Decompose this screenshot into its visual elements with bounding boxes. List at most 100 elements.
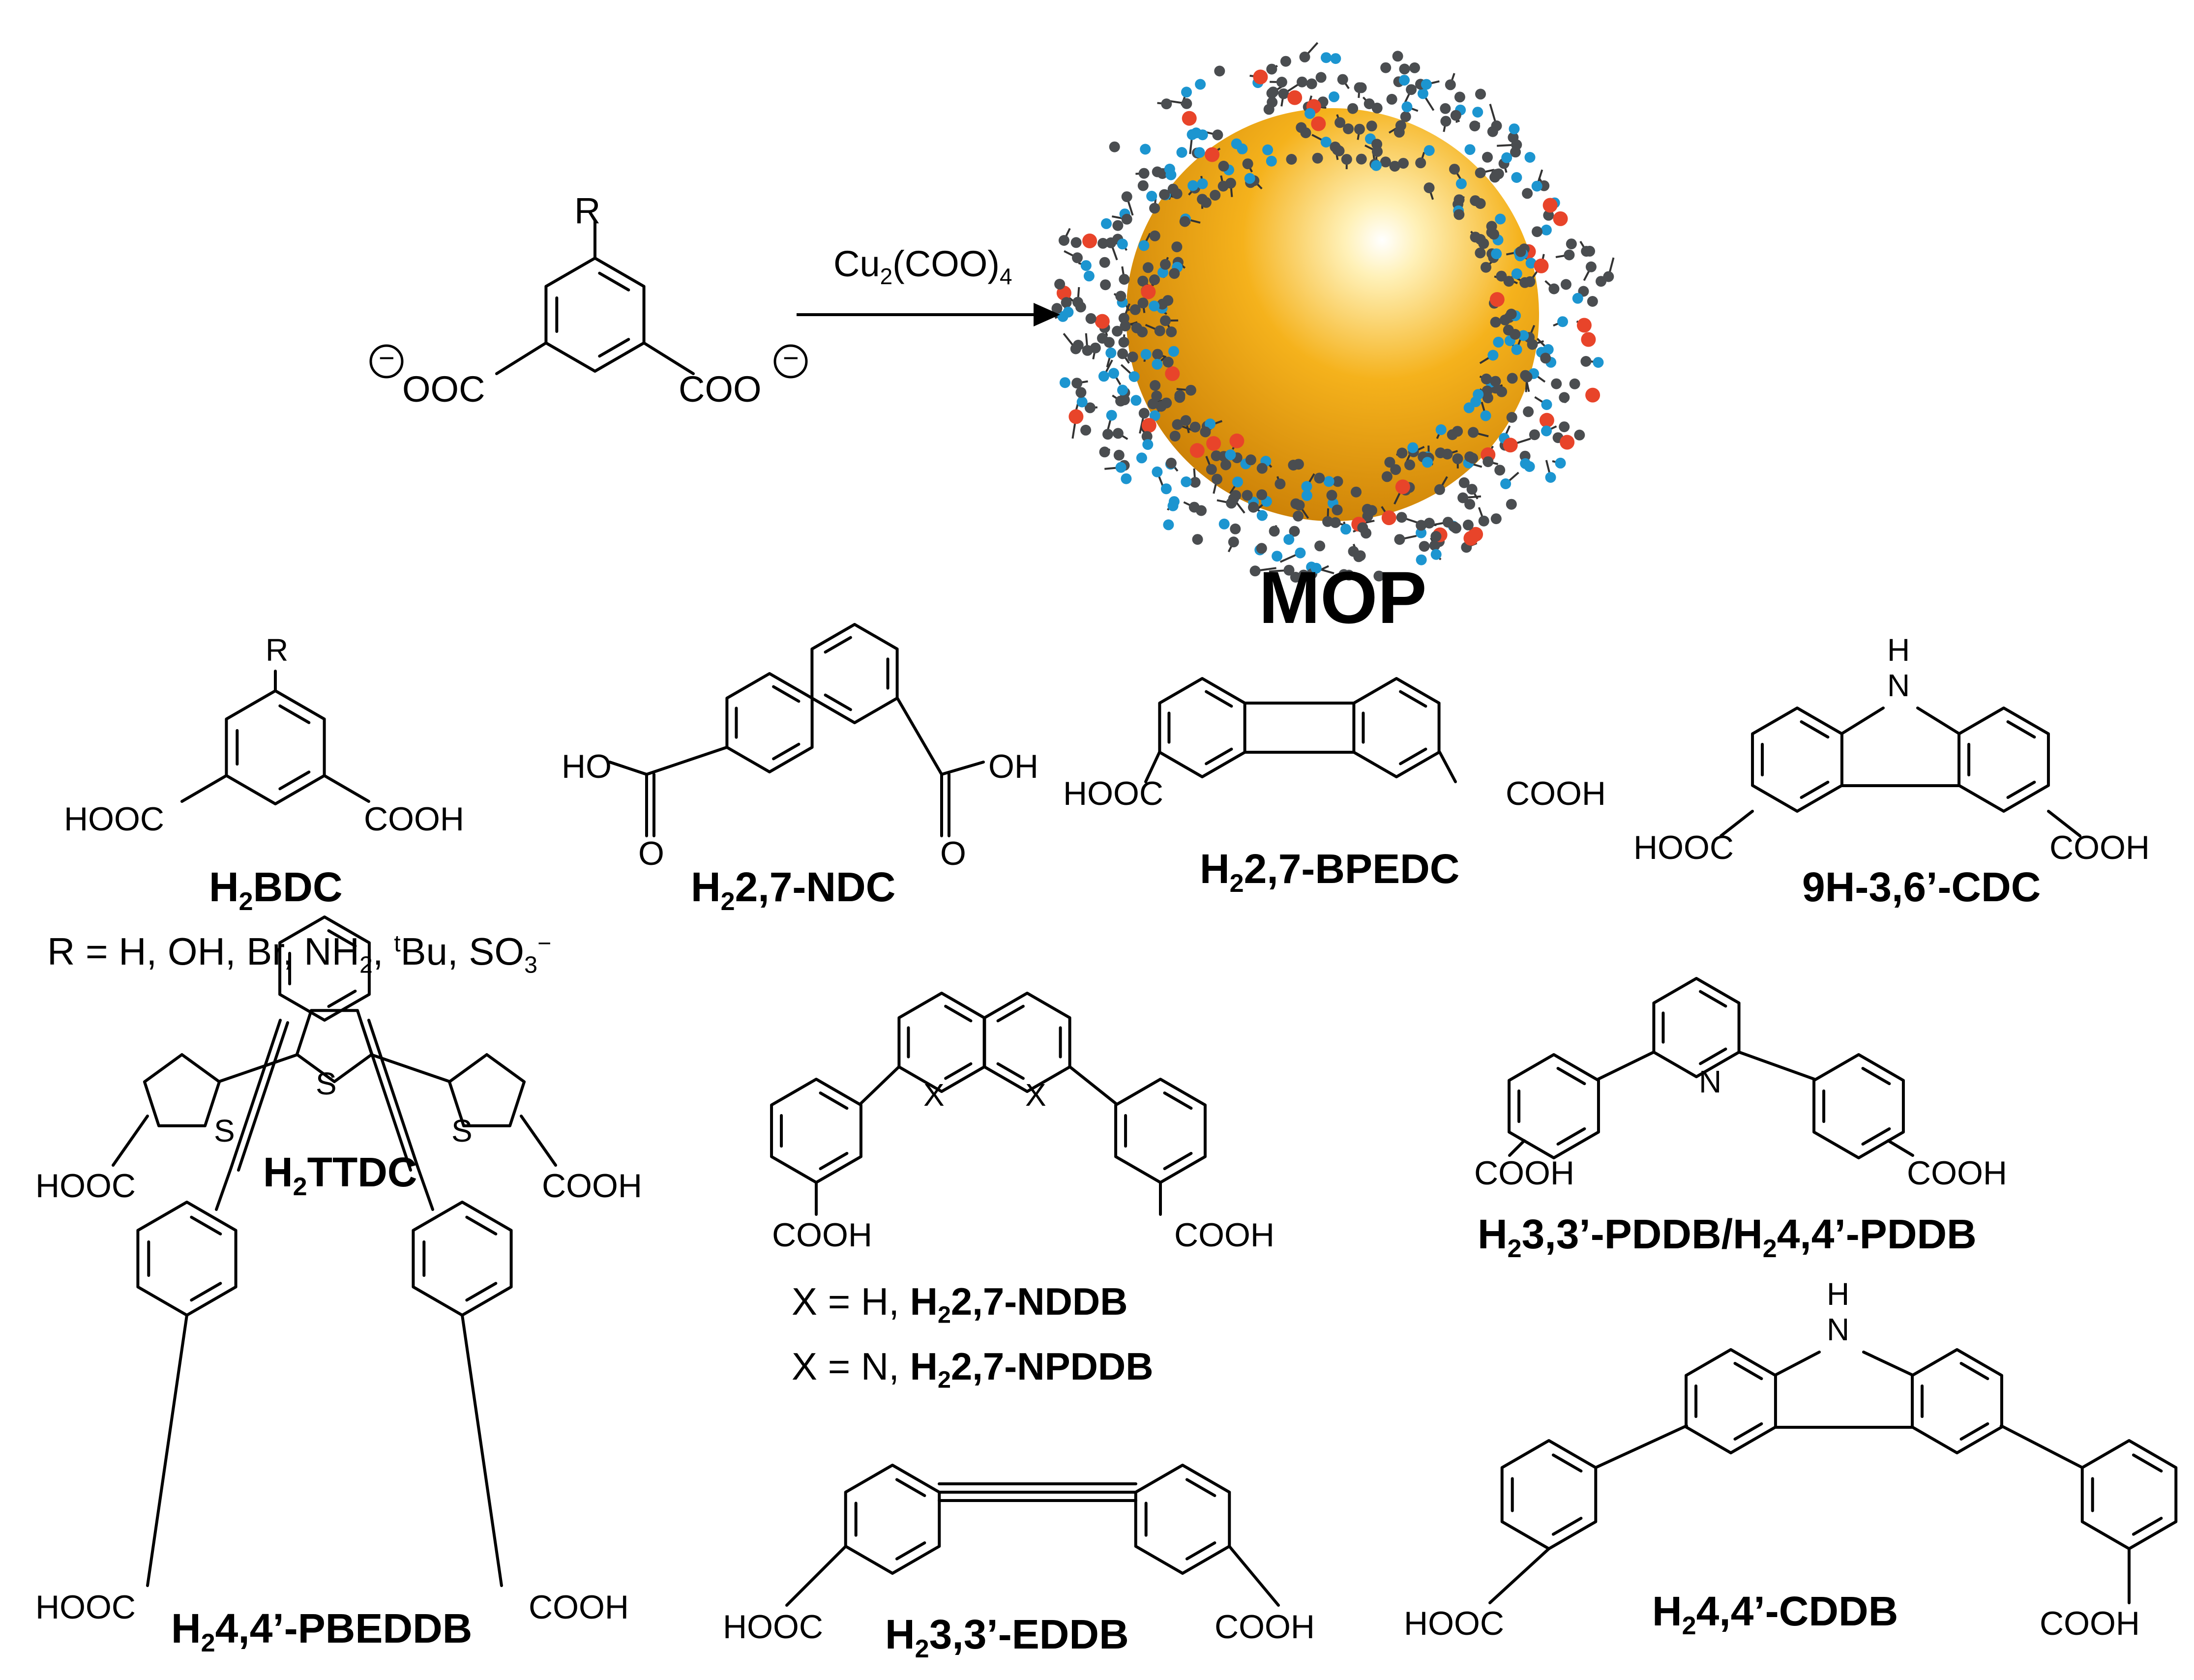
cddb-aryl-left	[1500, 1439, 1598, 1550]
mop-cavity-sphere	[1126, 108, 1539, 521]
mop-atom	[1540, 353, 1551, 364]
mop-atom	[1195, 79, 1206, 90]
mop-atom	[1189, 421, 1201, 433]
mop-atom	[1244, 173, 1255, 184]
mop-atom	[1475, 167, 1486, 178]
mop-atom	[1105, 237, 1117, 248]
mop-atom	[1272, 551, 1283, 562]
mop-atom	[1509, 123, 1520, 135]
bpedc-left-group: HOOC	[1063, 775, 1163, 812]
ttdc-s-right: S	[451, 1113, 473, 1149]
mop-atom	[1541, 224, 1552, 236]
mop-atom	[1098, 371, 1109, 382]
mop-atom	[1256, 463, 1268, 474]
mop-atom	[1256, 543, 1267, 554]
mop-atom	[1434, 484, 1445, 495]
mop-atom	[1455, 178, 1467, 189]
mop-atom	[1105, 347, 1117, 358]
mop-atom	[1315, 72, 1327, 83]
mop-atom	[1141, 431, 1153, 442]
mop-atom	[1386, 93, 1397, 105]
ttdc-left-group: HOOC	[35, 1167, 136, 1205]
eddb-aryl-right	[1134, 1464, 1231, 1575]
mop-atom	[1189, 443, 1205, 458]
mop-atom	[1520, 370, 1531, 381]
mop-atom	[1166, 326, 1177, 337]
mop-atom	[1225, 449, 1236, 461]
mop-atom	[1493, 336, 1504, 348]
mop-atom	[1399, 75, 1410, 86]
pbeddb-aryl-left	[136, 1201, 237, 1317]
mop-atom	[1299, 51, 1310, 62]
mop-atom	[1113, 449, 1125, 461]
mop-atom	[1312, 152, 1323, 164]
charge-right: −	[783, 342, 799, 373]
mop-atom	[1482, 385, 1493, 397]
mop-atom	[1278, 88, 1289, 99]
mop-atom	[1205, 418, 1216, 430]
mop-atom	[1165, 457, 1177, 469]
ndc-ho-left: HO	[562, 748, 612, 785]
mop-atom	[1488, 229, 1499, 240]
mop-atom	[1157, 298, 1168, 310]
h2bdc-right-group: COOH	[364, 800, 464, 838]
mop-atom	[1503, 438, 1518, 453]
h2bdc-r-substituents: R = H, OH, Br, NH2, tBu, SO3−	[47, 930, 552, 978]
mop-atom	[1140, 144, 1151, 155]
mop-atom	[1422, 457, 1433, 468]
mop-atom	[1080, 424, 1092, 436]
mop-atom	[1059, 377, 1070, 388]
mop-atom	[1399, 63, 1410, 75]
mop-atom	[1283, 534, 1295, 545]
mop-atom	[1225, 177, 1236, 189]
mop-atom	[1192, 534, 1203, 545]
mop-atom	[1164, 163, 1175, 175]
mop-atom	[1555, 457, 1566, 469]
mop-atom	[1115, 462, 1127, 473]
mop-atom	[1569, 378, 1580, 389]
nddb-caption-line1: X = H, H22,7-NDDB	[792, 1280, 1128, 1328]
mop-atom	[1242, 158, 1253, 170]
mop-atom	[1468, 427, 1479, 438]
mop-atom	[1146, 191, 1157, 202]
mop-atom	[1169, 431, 1181, 442]
mop-atom	[1075, 387, 1087, 398]
mop-atom	[1160, 483, 1172, 495]
mop-atom	[1137, 180, 1149, 191]
mop-atom	[1442, 517, 1453, 528]
cddb-h-label: H	[1827, 1276, 1850, 1312]
cddb-n-label: N	[1827, 1312, 1850, 1347]
mop-atom	[1138, 408, 1150, 419]
cdc-n-label: N	[1887, 668, 1910, 703]
mop-atom	[1329, 91, 1339, 102]
mop-atom	[1149, 410, 1160, 421]
mop-atom	[1314, 540, 1326, 552]
mop-atom	[1266, 88, 1277, 99]
mop-atom	[1206, 464, 1217, 475]
mop-atom	[1449, 164, 1460, 175]
mop-atom	[1117, 348, 1128, 359]
mop-atom	[1072, 340, 1084, 351]
mop-atom	[1347, 103, 1359, 114]
mop-atom	[1245, 454, 1256, 466]
mop-atom	[1596, 276, 1606, 287]
mop-atom	[1320, 137, 1332, 147]
cdc-ring-left	[1751, 707, 1843, 813]
mop-atom	[1490, 513, 1502, 525]
mop-atom	[1396, 447, 1408, 459]
mop-atom	[1532, 226, 1542, 237]
mop-atom	[1409, 62, 1420, 73]
mop-atom	[1101, 218, 1112, 229]
mop-atom	[1194, 147, 1205, 158]
mop-atom	[1407, 442, 1419, 453]
mop-atom	[1566, 238, 1577, 250]
mop-atom	[1152, 166, 1163, 177]
mop-atom	[1511, 268, 1522, 279]
bpedc-ring-right	[1352, 677, 1441, 778]
mop-atom	[1490, 317, 1501, 328]
mop-atom	[1447, 429, 1458, 441]
ttdc-right-group: COOH	[542, 1167, 642, 1205]
mop-atom	[1494, 465, 1506, 476]
mop-atom	[1423, 518, 1435, 529]
